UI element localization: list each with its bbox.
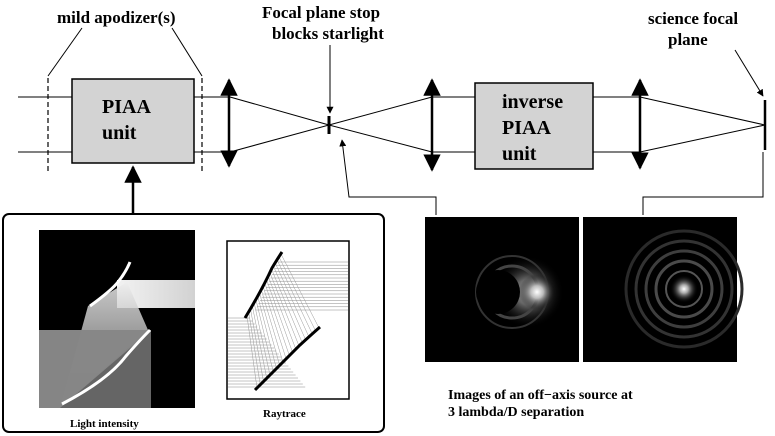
apodizer-label: mild apodizer(s) bbox=[57, 8, 176, 27]
science-pointer bbox=[734, 49, 764, 97]
focal-stop-label-2: blocks starlight bbox=[272, 24, 384, 43]
caption-line-2: 3 lambda/D separation bbox=[448, 405, 584, 420]
science-label-2: plane bbox=[668, 30, 708, 49]
focal-stop-label-1: Focal plane stop bbox=[262, 3, 380, 22]
caption-line-1: Images of an off−axis source at bbox=[448, 388, 633, 403]
apodizer-pointer-right bbox=[171, 27, 203, 77]
piaa-label-2: unit bbox=[102, 122, 137, 144]
piaa-label-1: PIAA bbox=[102, 96, 151, 118]
inverse-piaa-label-3: unit bbox=[502, 143, 537, 165]
raytrace-image bbox=[226, 240, 350, 400]
image1-pointer bbox=[339, 139, 437, 215]
lenses bbox=[220, 78, 649, 172]
light-intensity-label: Light intensity bbox=[70, 418, 139, 430]
inverse-piaa-unit-box bbox=[474, 82, 594, 170]
science-psf-image bbox=[583, 217, 744, 362]
piaa-unit-box bbox=[71, 78, 195, 164]
apodizer-pointer-left bbox=[47, 27, 83, 77]
science-label-1: science focal bbox=[648, 9, 738, 28]
inverse-piaa-label-2: PIAA bbox=[502, 117, 551, 139]
light-intensity-image bbox=[39, 230, 195, 408]
inverse-piaa-label-1: inverse bbox=[502, 91, 563, 113]
image2-pointer bbox=[642, 152, 764, 215]
raytrace-label: Raytrace bbox=[263, 408, 306, 420]
focal-stop-psf-image bbox=[425, 217, 579, 362]
